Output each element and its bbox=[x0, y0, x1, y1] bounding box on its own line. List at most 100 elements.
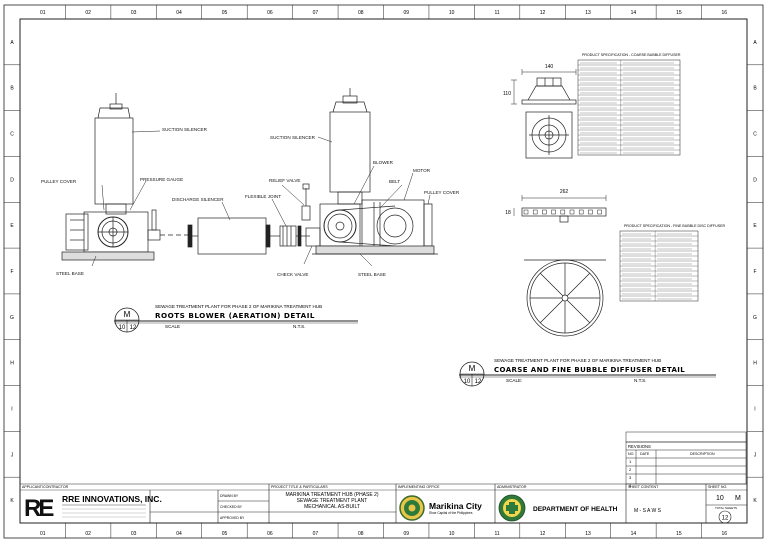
grid-col-label: 16 bbox=[722, 531, 728, 537]
grid-col-label: 03 bbox=[131, 10, 137, 16]
revision-row-1: 1 bbox=[629, 459, 632, 464]
fine-dim-top: 262 bbox=[560, 189, 569, 195]
grid-col-label: 12 bbox=[540, 10, 546, 16]
grid-col-label: 14 bbox=[631, 10, 637, 16]
grid-col-label: 01 bbox=[40, 531, 46, 537]
tb-city-tagline: Shoe Capital of the Philippines bbox=[429, 511, 473, 515]
coarse-dim-top: 140 bbox=[545, 64, 554, 70]
label-flexible-joint: FLEXIBLE JOINT bbox=[245, 194, 281, 199]
detail-m2-subtitle: SEWAGE TREATMENT PLANT FOR PHASE 2 OF MA… bbox=[494, 358, 661, 363]
revision-row-2: 2 bbox=[629, 467, 632, 472]
fine-diffuser-elevation bbox=[513, 195, 607, 223]
grid-col-label: 04 bbox=[176, 10, 182, 16]
label-blower: BLOWER bbox=[373, 160, 394, 165]
label-steel-base-right: STEEL BASE bbox=[358, 272, 386, 277]
label-check-valve: CHECK VALVE bbox=[277, 272, 309, 277]
label-steel-base-left: STEEL BASE bbox=[56, 271, 84, 276]
label-belt: BELT bbox=[389, 179, 400, 184]
rre-logo: RE bbox=[24, 495, 57, 522]
revisions-title: REVISIONS bbox=[628, 444, 651, 449]
grid-row-label: A bbox=[10, 40, 14, 46]
detail-m1-title: ROOTS BLOWER (AERATION) DETAIL bbox=[155, 311, 315, 320]
coarse-spec-table bbox=[577, 59, 681, 156]
grid-row-label: K bbox=[10, 498, 14, 504]
grid-col-label: 02 bbox=[85, 531, 91, 537]
grid-col-label: 12 bbox=[540, 531, 546, 537]
detail-m2-scale-value: N.T.S. bbox=[634, 378, 647, 383]
marikina-seal bbox=[399, 495, 425, 521]
revision-row-3: 3 bbox=[629, 475, 632, 480]
grid-row-label: I bbox=[11, 406, 12, 412]
grid-col-label: 08 bbox=[358, 10, 364, 16]
tb-sheet-num: 10 bbox=[716, 495, 724, 502]
tb-checked: CHECKED BY bbox=[220, 505, 243, 509]
grid-col-label: 02 bbox=[85, 10, 91, 16]
revision-row-4: 4 bbox=[629, 483, 632, 488]
tb-total-label: TOTAL SHEETS bbox=[715, 506, 737, 510]
tb-company: RRE INNOVATIONS, INC. bbox=[62, 494, 162, 504]
tb-admin-header: ADMINISTRATOR bbox=[497, 485, 527, 489]
detail-m1-sheet: 12 bbox=[130, 325, 137, 331]
label-suction-silencer-right: SUCTION SILENCER bbox=[270, 135, 316, 140]
fine-dim-side: 18 bbox=[505, 210, 511, 216]
detail-m1-scale-value: N.T.S. bbox=[293, 324, 306, 329]
flexible-joint-shape bbox=[279, 225, 297, 247]
tb-implementing-header: IMPLEMENTING OFFICE bbox=[398, 485, 440, 489]
right-steel-base-shape bbox=[315, 245, 435, 255]
grid-col-label: 05 bbox=[222, 531, 228, 537]
tb-sheet-content: M - S A W S bbox=[634, 508, 662, 514]
grid-row-label: E bbox=[753, 223, 757, 229]
grid-col-label: 01 bbox=[40, 10, 46, 16]
grid-col-label: 14 bbox=[631, 531, 637, 537]
grid-col-label: 13 bbox=[585, 531, 591, 537]
tb-approved: APPROVED BY bbox=[220, 516, 245, 520]
grid-col-label: 15 bbox=[676, 10, 682, 16]
detail-m2-num: 10 bbox=[464, 379, 471, 385]
grid-row-label: G bbox=[10, 315, 14, 321]
detail-title-blower: M 10 12 SEWAGE TREATMENT PLANT FOR PHASE… bbox=[114, 304, 358, 333]
tb-city-name: Marikina City bbox=[429, 501, 482, 511]
grid-col-label: 08 bbox=[358, 531, 364, 537]
right-blower-rotor bbox=[323, 209, 357, 243]
grid-row-label: C bbox=[753, 132, 757, 138]
revisions-col-desc: DESCRIPTION bbox=[690, 452, 715, 456]
grid-col-label: 11 bbox=[494, 531, 499, 537]
grid-row-label: B bbox=[753, 86, 757, 92]
label-pulley-cover-right: PULLEY COVER bbox=[424, 190, 460, 195]
grid-col-label: 09 bbox=[403, 531, 409, 537]
grid-col-label: 10 bbox=[449, 531, 455, 537]
detail-m2-title: COARSE AND FINE BUBBLE DIFFUSER DETAIL bbox=[494, 366, 685, 374]
grid-col-label: 06 bbox=[267, 10, 273, 16]
detail-m2-letter: M bbox=[469, 364, 476, 373]
grid-col-label: 06 bbox=[267, 531, 273, 537]
grid-row-label: F bbox=[10, 269, 13, 275]
label-pressure-gauge: PRESSURE GAUGE bbox=[140, 177, 183, 182]
grid-col-label: 05 bbox=[222, 10, 228, 16]
tb-project-line2: SEWAGE TREATMENT PLANT bbox=[297, 498, 368, 504]
grid-col-label: 15 bbox=[676, 531, 682, 537]
label-suction-silencer-left: SUCTION SILENCER bbox=[162, 127, 208, 132]
detail-title-diffuser: M 10 12 SEWAGE TREATMENT PLANT FOR PHASE… bbox=[459, 358, 716, 387]
revisions-col-date: DATE bbox=[640, 452, 650, 456]
title-block bbox=[20, 483, 747, 523]
grid-col-label: 03 bbox=[131, 531, 137, 537]
grid-row-label: H bbox=[753, 361, 757, 367]
grid-col-label: 10 bbox=[449, 10, 455, 16]
svg-text:RE: RE bbox=[24, 495, 54, 522]
grid-col-label: 11 bbox=[494, 10, 499, 16]
fine-spec-table bbox=[619, 230, 699, 302]
tb-drawn: DRAWN BY bbox=[220, 494, 239, 498]
detail-m2-scale-label: SCALE: bbox=[506, 378, 522, 383]
discharge-silencer-shape bbox=[197, 217, 267, 255]
doh-seal bbox=[498, 494, 526, 522]
blower-callouts: SUCTION SILENCER SUCTION SILENCER PULLEY… bbox=[41, 127, 460, 277]
revisions-col-no: NO. bbox=[628, 452, 634, 456]
detail-m1-num: 10 bbox=[119, 325, 126, 331]
fine-spec-title: PRODUCT SPECIFICATION - FINE BUBBLE DISC… bbox=[624, 224, 726, 228]
grid-col-label: 16 bbox=[722, 10, 728, 16]
label-pulley-cover-left: PULLEY COVER bbox=[41, 179, 77, 184]
grid-row-label: J bbox=[11, 452, 14, 458]
grid-col-label: 07 bbox=[313, 10, 319, 16]
